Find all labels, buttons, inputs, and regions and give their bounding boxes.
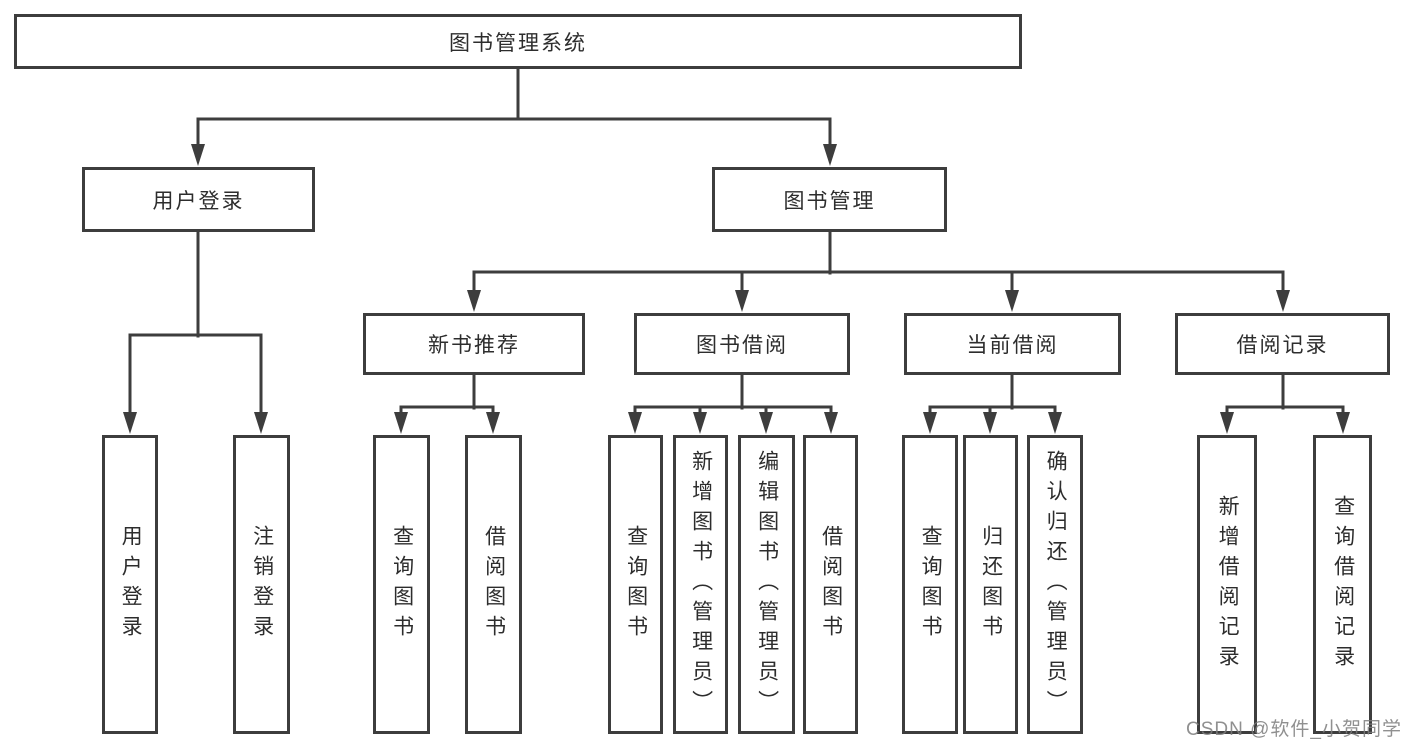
node-current-borrowing: 当前借阅 <box>904 313 1121 375</box>
node-book-management: 图书管理 <box>712 167 947 232</box>
node-book-borrowing: 图书借阅 <box>634 313 850 375</box>
node-new-book-recommend: 新书推荐 <box>363 313 585 375</box>
leaf-confirm-return-admin: 确认归还（管理员） <box>1027 435 1083 734</box>
connector-borrow-to-leaves <box>628 373 838 434</box>
leaf-label: 归还图书 <box>979 524 1003 645</box>
leaf-edit-book-admin: 编辑图书（管理员） <box>738 435 795 734</box>
node-label: 图书借阅 <box>696 334 788 357</box>
csdn-watermark: CSDN @软件_小贺同学 <box>1186 719 1402 740</box>
leaf-label: 查询图书 <box>624 524 648 645</box>
leaf-label: 查询图书 <box>919 524 943 645</box>
leaf-query-borrow-record: 查询借阅记录 <box>1313 435 1372 734</box>
node-label: 用户登录 <box>152 189 245 213</box>
node-label: 图书管理 <box>783 189 876 213</box>
leaf-add-book-admin: 新增图书（管理员） <box>673 435 728 734</box>
connector-bookmgmt-to-level3 <box>467 230 1290 312</box>
leaf-label: 借阅图书 <box>819 524 843 645</box>
node-label: 新书推荐 <box>428 334 520 357</box>
leaf-label: 确认归还（管理员） <box>1044 449 1068 720</box>
leaf-label: 编辑图书（管理员） <box>755 449 779 720</box>
leaf-return-book: 归还图书 <box>963 435 1018 734</box>
leaf-borrow-books-1: 借阅图书 <box>465 435 522 734</box>
leaf-label: 查询图书 <box>390 524 414 645</box>
node-label: 借阅记录 <box>1236 334 1329 357</box>
leaf-label: 新增借阅记录 <box>1216 494 1240 675</box>
node-borrow-records: 借阅记录 <box>1175 313 1390 375</box>
leaf-label: 注销登录 <box>250 524 274 645</box>
leaf-label: 借阅图书 <box>482 524 506 645</box>
leaf-add-borrow-record: 新增借阅记录 <box>1197 435 1257 734</box>
connector-records-to-leaves <box>1220 373 1350 434</box>
leaf-logout: 注销登录 <box>233 435 290 734</box>
node-root-system: 图书管理系统 <box>14 14 1022 69</box>
node-user-login: 用户登录 <box>82 167 315 232</box>
leaf-query-books-2: 查询图书 <box>608 435 663 734</box>
connector-root-to-level2 <box>191 67 837 166</box>
leaf-label: 查询借阅记录 <box>1331 494 1355 675</box>
leaf-user-login: 用户登录 <box>102 435 158 734</box>
connector-current-to-leaves <box>923 373 1062 434</box>
leaf-borrow-books-2: 借阅图书 <box>803 435 858 734</box>
leaf-label: 用户登录 <box>119 524 143 645</box>
leaf-label: 新增图书（管理员） <box>689 449 713 720</box>
node-label: 当前借阅 <box>966 334 1059 357</box>
connector-login-to-leaves <box>123 230 268 434</box>
node-label: 图书管理系统 <box>449 31 587 55</box>
leaf-query-books-1: 查询图书 <box>373 435 430 734</box>
connector-newbook-to-leaves <box>394 373 500 434</box>
leaf-query-books-3: 查询图书 <box>902 435 958 734</box>
